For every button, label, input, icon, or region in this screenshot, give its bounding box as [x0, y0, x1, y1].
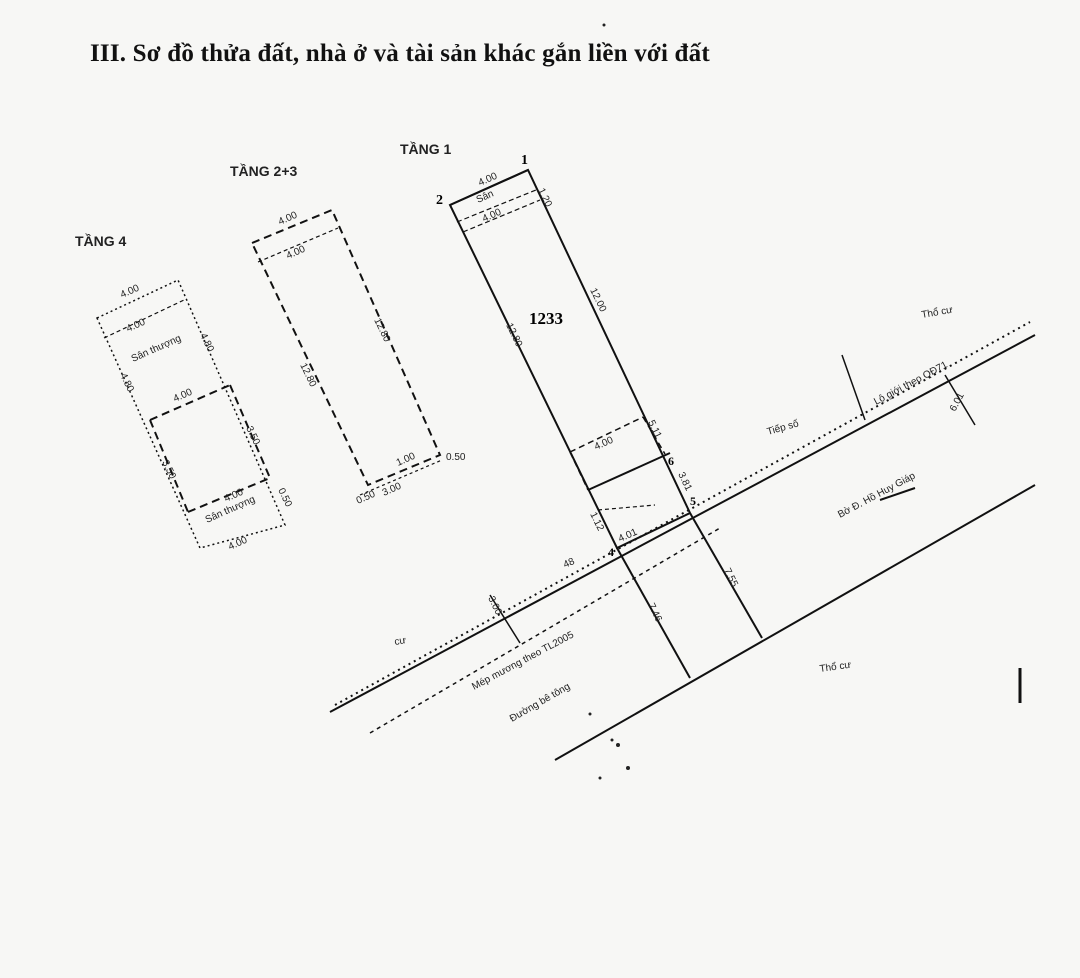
- dim-t1-755: 7.55: [721, 566, 740, 589]
- point-2: 2: [436, 193, 443, 208]
- floor-4-plan: [96, 278, 287, 549]
- dim-t23-top: 4.00: [277, 210, 300, 228]
- dim-t1-inner: 4.00: [481, 207, 504, 225]
- dim-t1-top: 4.00: [477, 171, 500, 189]
- road-lines: [329, 321, 1036, 761]
- dim-t1-left: 12.80: [503, 321, 524, 349]
- dim-t23-b4: 3.00: [381, 481, 404, 499]
- dim-t4-side2: 3.50: [243, 424, 262, 447]
- dim-t1-746: 7.46: [645, 601, 664, 624]
- dim-t1-112: 1.12: [587, 510, 606, 533]
- label-tho-cu-top: Thổ cư: [920, 304, 954, 321]
- dim-t4-left: 4.80: [117, 371, 136, 394]
- dim-t1-511: 5.11: [645, 418, 663, 440]
- dim-t23-inner: 4.00: [285, 244, 308, 262]
- dim-t1-lower: 4.00: [593, 435, 616, 453]
- parcel-number: 1233: [529, 309, 563, 328]
- dim-t4-bot: 4.00: [227, 535, 250, 553]
- scan-specks: [588, 23, 630, 780]
- label-tho-cu-left: cư: [394, 635, 408, 648]
- floor-label-2-3: TẦNG 2+3: [230, 163, 298, 179]
- dim-t4-right: 4.80: [197, 331, 216, 354]
- label-san: Sân: [475, 188, 496, 205]
- floor-label-1: TẦNG 1: [400, 141, 452, 157]
- floor-2-3-plan: [250, 208, 443, 496]
- page-title: III. Sơ đồ thửa đất, nhà ở và tài sản kh…: [90, 40, 710, 67]
- dim-lo-gioi-6-01: 6.01: [948, 391, 967, 414]
- dim-t23-b3: 0.50: [355, 489, 378, 507]
- dim-t23-b2: 0.50: [446, 452, 466, 463]
- label-road-name: Bờ Đ. Hồ Huy Giáp: [836, 469, 918, 520]
- dim-t1-48: 48: [562, 556, 577, 571]
- dim-t4-side3: 3.50: [159, 458, 178, 481]
- dim-t4-050: 0.50: [275, 486, 294, 509]
- label-san-thuong-top: Sân thượng: [130, 333, 183, 365]
- point-1: 1: [521, 153, 528, 168]
- dim-t23-right: 12.80: [371, 316, 392, 344]
- floor-1-plan: [448, 168, 692, 550]
- label-duong-be-tong: Đường bê tông: [508, 681, 572, 724]
- point-4: 4: [608, 545, 614, 559]
- floor-4-dimensions: 4.00 4.00 4.80 4.80 4.00 3.50 3.50 0.50 …: [117, 283, 294, 553]
- point-5: 5: [690, 494, 696, 508]
- floor-label-4: TẦNG 4: [75, 233, 127, 249]
- point-6: 6: [668, 454, 674, 468]
- dim-t1-side-a: 1.20: [535, 186, 554, 209]
- label-mep-muong: Mép mương theo TL2005: [470, 629, 576, 692]
- label-tho-cu-bottom: Thổ cư: [819, 659, 852, 675]
- label-hem: Tiếp số: [766, 417, 801, 438]
